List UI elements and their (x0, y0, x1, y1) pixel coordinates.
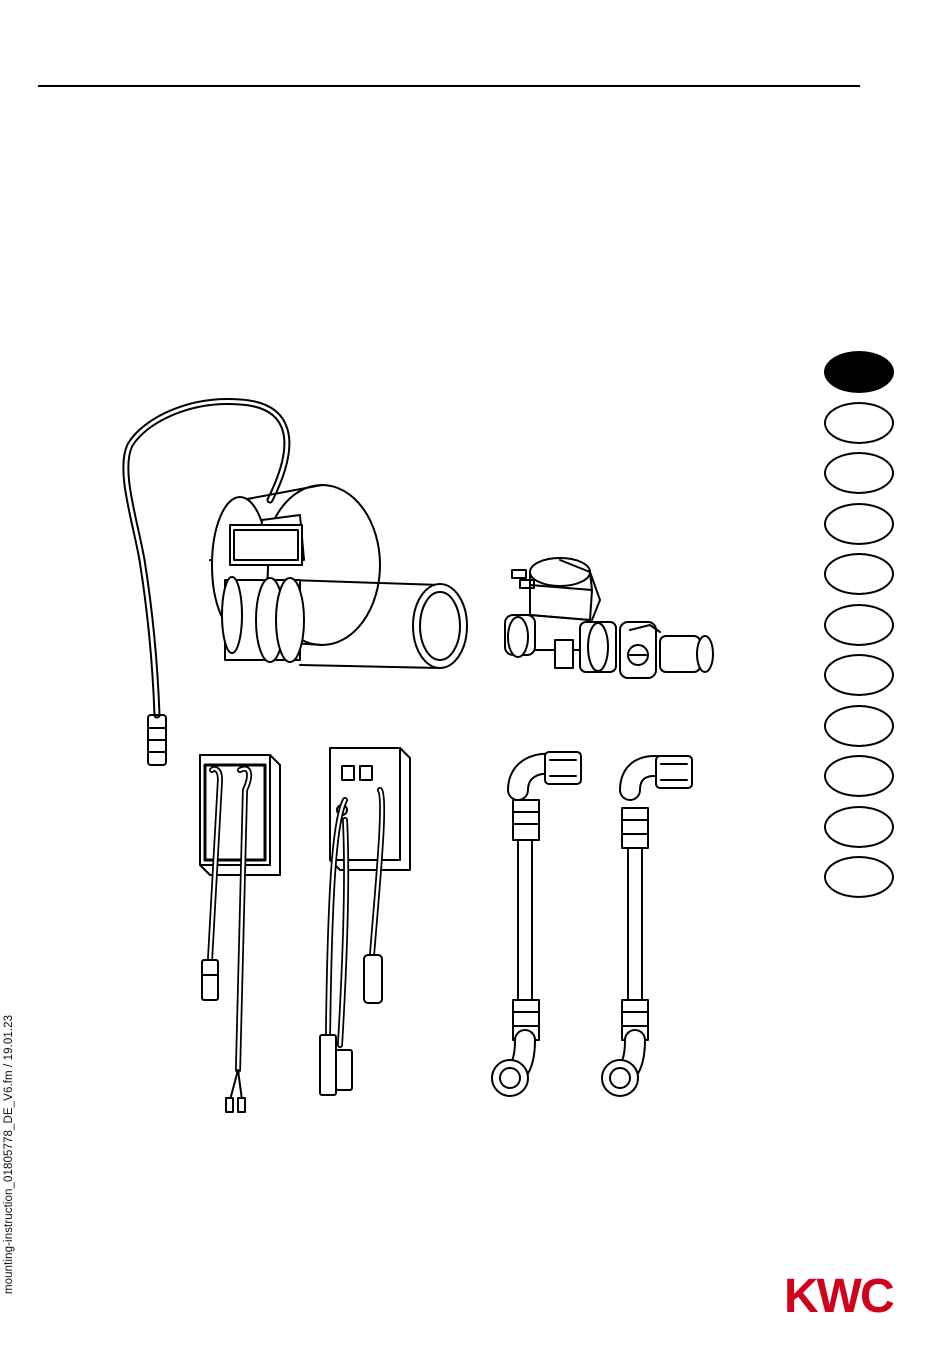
solenoid-valve-icon (505, 558, 713, 678)
battery-box-icon (320, 748, 410, 1095)
kwc-logo: KWC (784, 1273, 912, 1319)
svg-text:KWC: KWC (784, 1273, 894, 1319)
power-supply-box-icon (200, 755, 280, 1112)
document-reference: mounting-instruction_01805778_DE_V6.fm /… (3, 1015, 15, 1294)
flex-hose-icon (602, 756, 692, 1096)
flex-hose-icon (492, 752, 581, 1096)
sensor-with-cable-icon (126, 402, 467, 765)
